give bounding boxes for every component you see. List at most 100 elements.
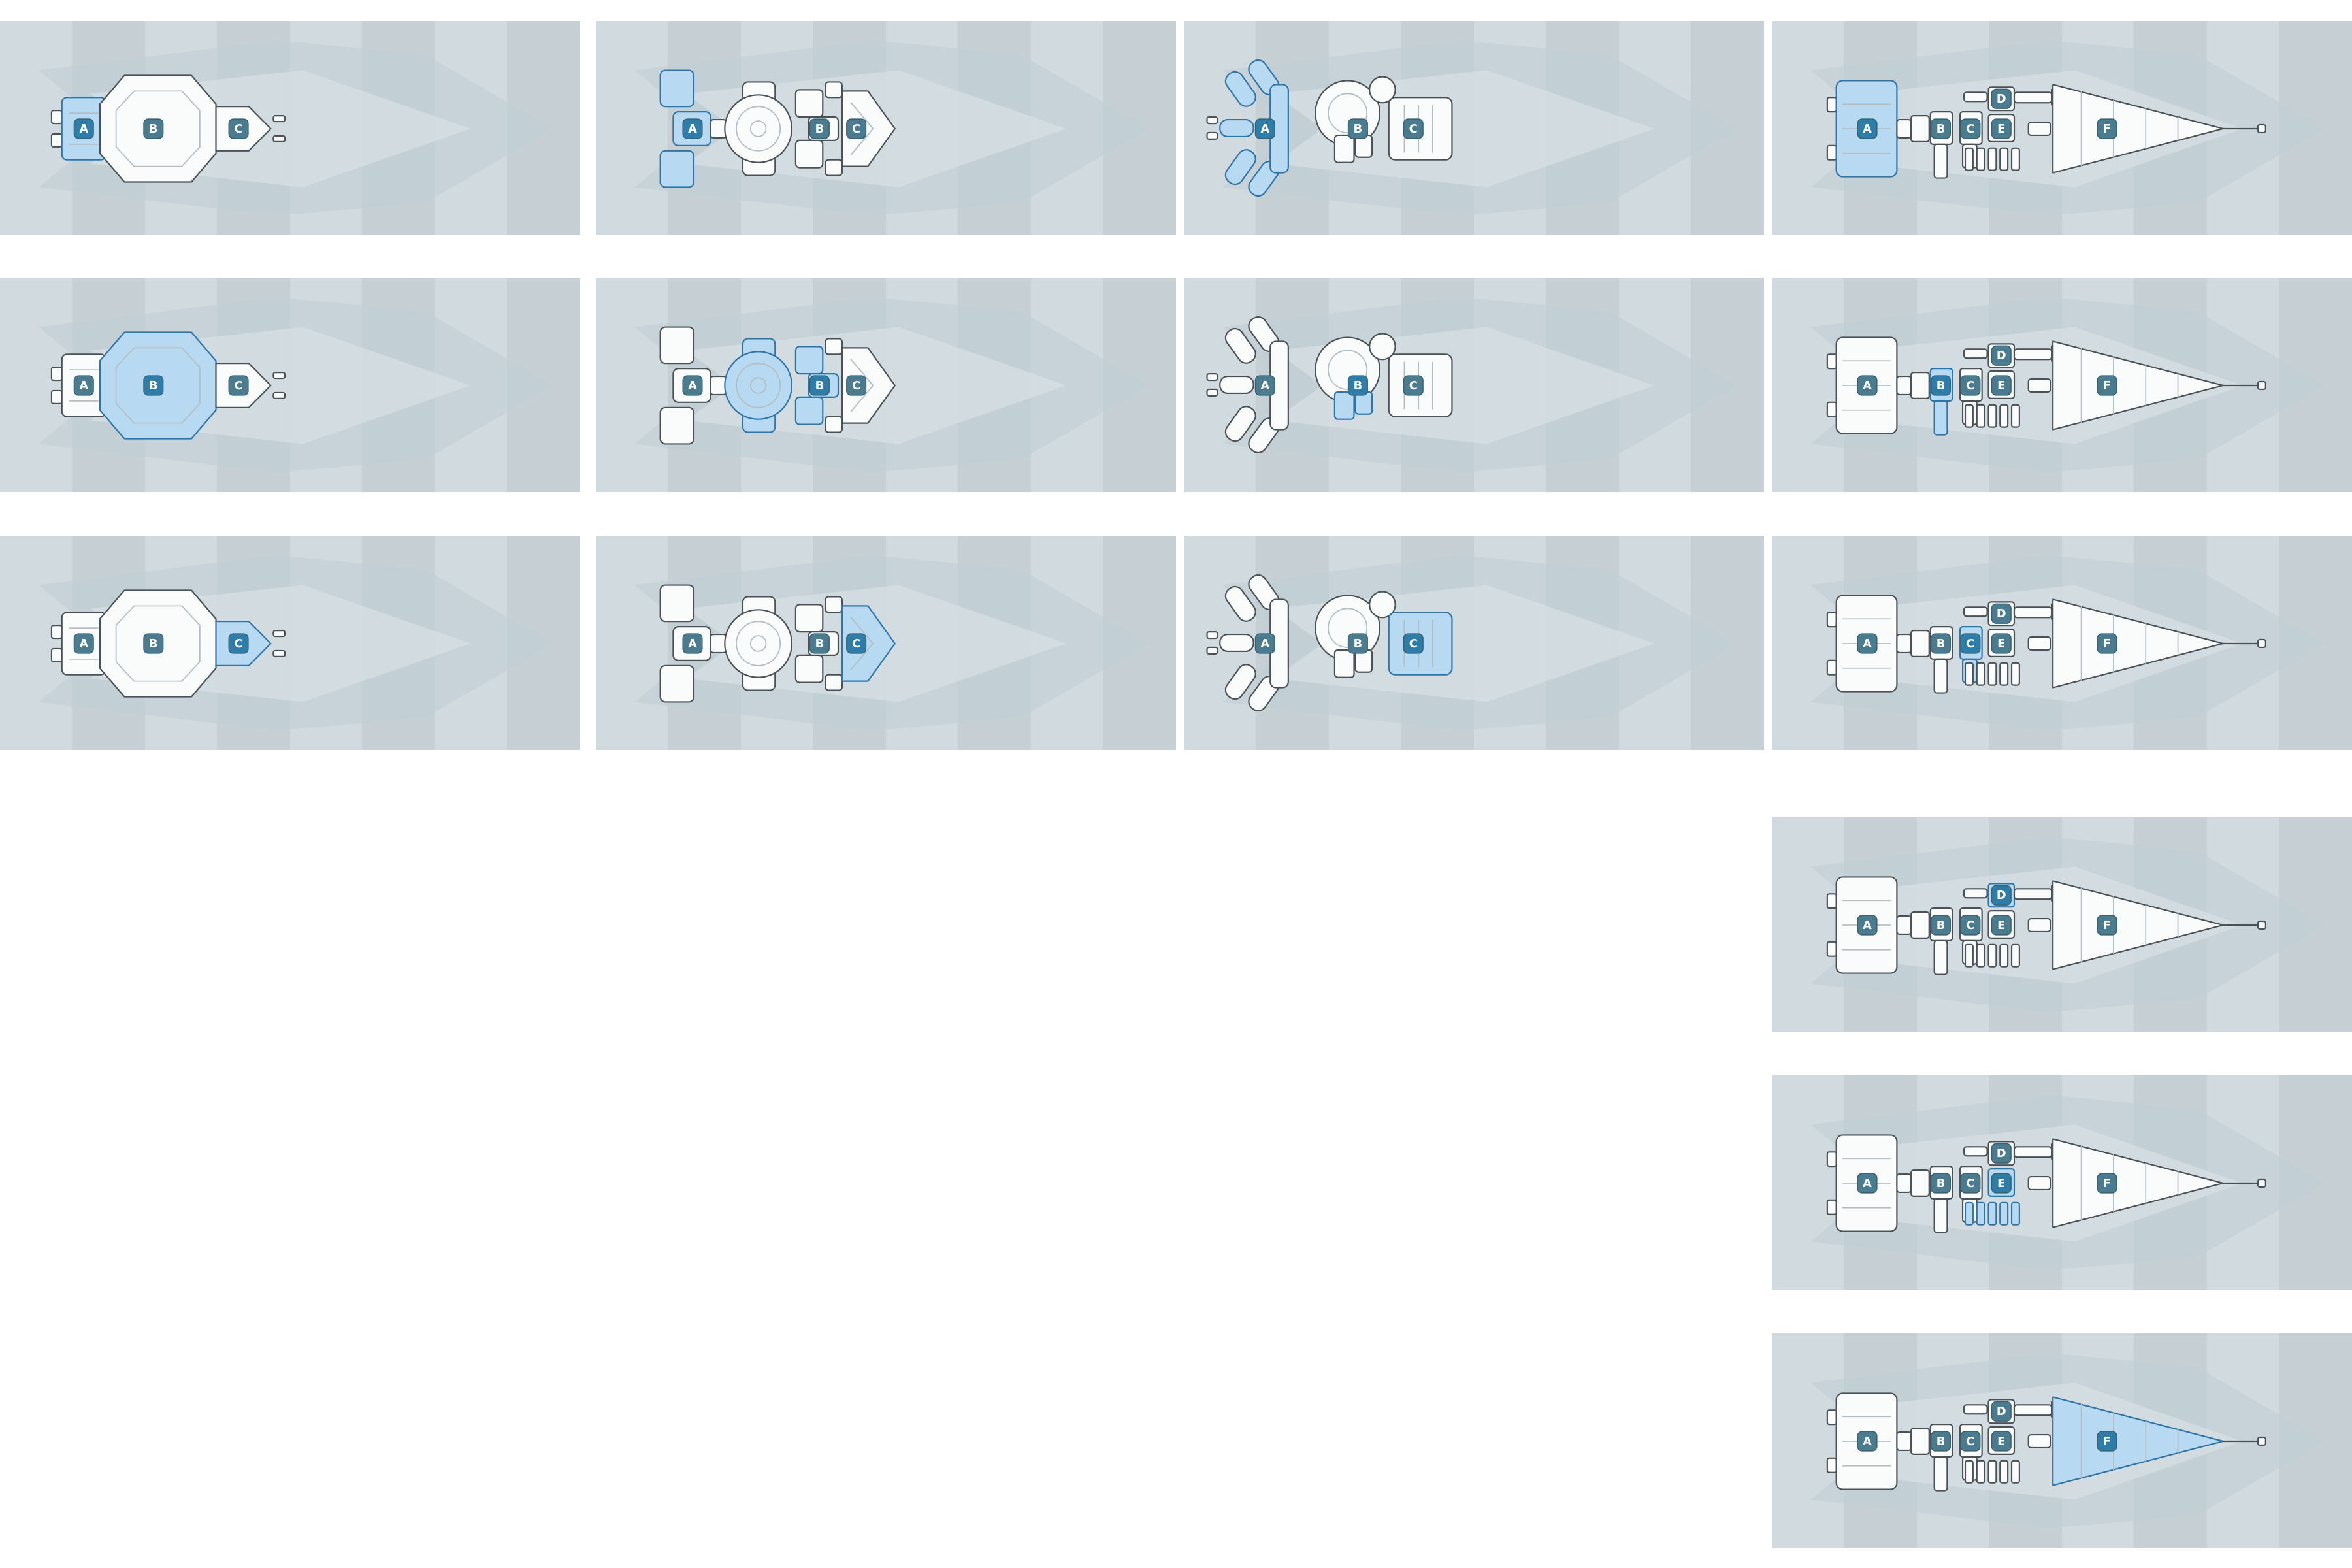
panel-frigate-section-b: A B C — [596, 278, 1176, 492]
deck-shape — [50, 389, 63, 404]
deck-shape — [1991, 118, 2012, 139]
deck-shape — [2013, 91, 2053, 104]
deck-shape — [1991, 1401, 2012, 1422]
deck-shape: F — [2103, 919, 2111, 932]
deck-shape — [50, 367, 63, 382]
deck-shape — [1328, 93, 1368, 133]
deck-shape — [1826, 1409, 1837, 1426]
deck-shape — [2027, 636, 2051, 651]
deck-shape — [841, 605, 896, 682]
deck-shape — [1826, 893, 1837, 909]
panel-cruiser-section-a: A B C D E F — [1772, 21, 2352, 235]
section-badge-c: C — [1403, 633, 1424, 654]
deck-shape — [2257, 638, 2266, 649]
deck-shape: D — [1997, 349, 2006, 363]
deck-shape — [1963, 1404, 1988, 1415]
deck-plan-layer: A B C — [50, 331, 286, 440]
deck-shape: B — [1354, 637, 1363, 651]
section-badge-a: A — [1857, 375, 1878, 396]
deck-plan-layer: A B C — [1206, 59, 1453, 197]
deck-shape — [2027, 1433, 2051, 1449]
ship-corvette-plan: A B C — [50, 331, 286, 440]
deck-plan-layer: A B C — [659, 326, 896, 445]
ship-watermark — [1222, 40, 1737, 216]
deck-shape — [749, 120, 767, 137]
deck-shape: A — [79, 379, 88, 393]
deck-shape — [2052, 1396, 2224, 1486]
section-badge-b: B — [1930, 1431, 1952, 1452]
deck-shape — [2010, 662, 2020, 686]
deck-shape — [846, 375, 867, 396]
deck-shape — [50, 110, 63, 125]
deck-shape — [1991, 88, 2012, 109]
deck-shape — [2027, 1175, 2051, 1191]
deck-shape — [850, 359, 874, 412]
section-badge-d: D — [1991, 88, 2012, 109]
deck-shape — [809, 375, 830, 396]
ship-frigate-plan: A B C — [659, 326, 896, 445]
deck-shape — [143, 375, 164, 396]
deck-shape: A — [688, 379, 697, 393]
deck-shape — [1403, 633, 1424, 654]
section-badge-a: A — [1857, 118, 1878, 139]
ship-map-image: A B C — [634, 555, 1149, 731]
section-badge-c: C — [228, 633, 249, 654]
ship-watermark — [1222, 555, 1737, 731]
deck-shape — [2027, 121, 2051, 137]
deck-shape — [1328, 350, 1368, 390]
ship-map-image: A B C — [39, 40, 553, 216]
deck-shape — [1991, 345, 2012, 366]
section-badge-b: B — [1930, 375, 1952, 396]
deck-shape — [1930, 118, 1952, 139]
deck-shape: C — [1409, 122, 1418, 136]
deck-shape — [2013, 606, 2053, 619]
section-badge-b: B — [143, 633, 164, 654]
deck-shape — [1826, 612, 1837, 628]
deck-plan-layer: A B C D E F — [1826, 1392, 2266, 1492]
deck-shape — [749, 377, 767, 394]
deck-shape — [1403, 375, 1424, 396]
deck-shape — [50, 647, 63, 662]
deck-shape: B — [1936, 1435, 1946, 1448]
deck-shape — [143, 118, 164, 139]
deck-shape — [841, 347, 896, 424]
panel-corvette-section-b: A B C — [0, 278, 580, 492]
panel-corvette-section-c: A B C — [0, 536, 580, 750]
deck-shape: D — [1997, 1147, 2006, 1160]
section-badge-d: D — [1991, 345, 2012, 366]
deck-shape — [809, 118, 830, 139]
deck-shape — [794, 346, 824, 375]
deck-shape — [1960, 118, 1981, 139]
deck-shape — [794, 396, 824, 425]
deck-shape — [1991, 375, 2012, 396]
deck-shape — [1991, 1173, 2012, 1194]
panel-cruiser-section-f: A B C D E F — [1772, 1333, 2352, 1548]
deck-plan-layer: A B C D E F — [1826, 595, 2266, 694]
deck-shape — [1826, 1457, 1837, 1473]
deck-shape: B — [1354, 122, 1363, 136]
deck-shape — [736, 621, 781, 666]
deck-shape — [2013, 1146, 2053, 1158]
deck-shape — [115, 347, 201, 424]
deck-shape: C — [1409, 379, 1418, 393]
deck-shape — [2010, 943, 2020, 968]
deck-shape — [2052, 84, 2224, 174]
deck-shape: B — [149, 379, 158, 393]
section-badge-a: A — [1254, 633, 1275, 654]
section-badge-f: F — [2097, 118, 2117, 139]
deck-shape — [1896, 375, 1912, 396]
deck-shape — [1933, 400, 1948, 436]
deck-shape — [1930, 915, 1952, 936]
deck-shape — [1347, 375, 1368, 396]
deck-shape: C — [1966, 1177, 1974, 1190]
deck-shape — [825, 159, 843, 176]
deck-shape — [1206, 116, 1218, 125]
deck-shape — [1910, 630, 1930, 657]
deck-shape: A — [79, 637, 88, 651]
watermark-layer — [1222, 297, 1737, 473]
deck-shape — [1999, 662, 2009, 686]
section-badge-c: C — [1403, 375, 1424, 396]
deck-shape — [1976, 662, 1985, 686]
deck-shape — [710, 633, 727, 654]
deck-shape — [272, 391, 286, 399]
